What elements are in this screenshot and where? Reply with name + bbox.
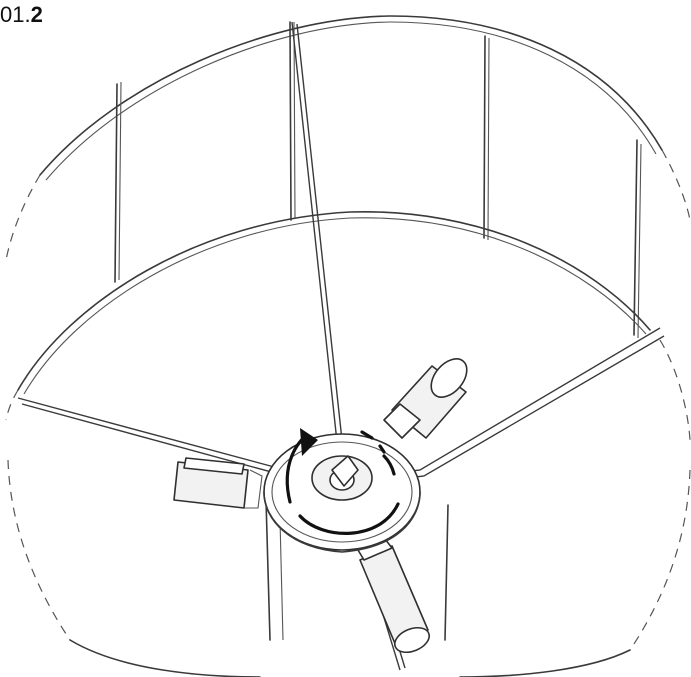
shade-struts	[114, 21, 642, 339]
lamp-base	[265, 499, 449, 641]
step-prefix: 01.	[0, 2, 31, 27]
step-number: 01.2	[0, 2, 43, 28]
clockwise-rotation-arrow-icon	[285, 428, 400, 535]
step-number-bold: 2	[30, 2, 43, 27]
right-upper-bulb-socket	[383, 358, 468, 439]
left-bulb-socket	[173, 457, 263, 509]
shade-top-ring	[5, 15, 691, 261]
spider-wires	[17, 21, 665, 671]
shade-bottom-ring	[5, 211, 651, 421]
